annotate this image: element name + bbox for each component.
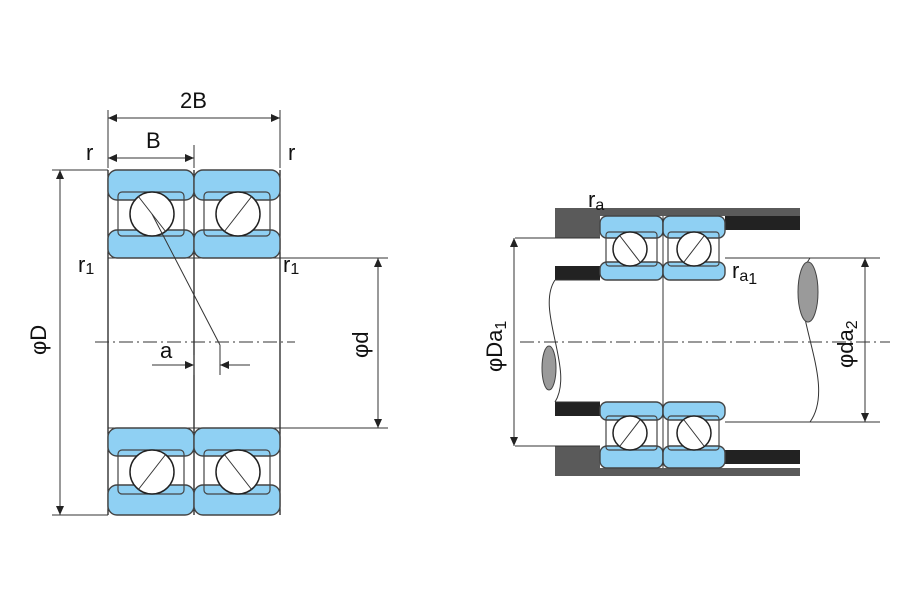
label-ra1-sub: a xyxy=(739,268,748,285)
right-labels: ra ra1 φDa1 φda2 xyxy=(482,187,861,372)
label-da2: φda2 xyxy=(833,320,861,368)
label-Da1-sub: 1 xyxy=(493,321,510,330)
bottom-left-bearing xyxy=(107,427,195,516)
label-Da1: φDa1 xyxy=(482,321,510,372)
label-r1-right-base: r xyxy=(283,252,290,277)
right-mounting-drawing xyxy=(515,208,890,476)
top-right-bearing xyxy=(193,169,281,259)
label-da2-sub: 2 xyxy=(844,320,861,329)
label-r1-left: r1 xyxy=(78,252,94,278)
label-D: φD xyxy=(26,325,51,355)
top-left-bearing xyxy=(107,169,195,259)
label-a: a xyxy=(160,338,173,363)
bottom-right-bearing xyxy=(193,427,281,516)
label-Da1-base: φDa xyxy=(482,329,507,372)
label-ra-base: r xyxy=(588,187,595,212)
label-ra1: ra1 xyxy=(732,258,757,288)
label-ra: ra xyxy=(588,187,604,214)
label-d: φd xyxy=(348,331,373,358)
label-B: B xyxy=(146,128,161,153)
label-2B: 2B xyxy=(180,88,207,113)
left-labels: 2B B r r r1 r1 a φD φd xyxy=(26,88,373,363)
label-r1-left-base: r xyxy=(78,252,85,277)
label-r1-left-sub: 1 xyxy=(85,261,94,278)
label-r1-right: r1 xyxy=(283,252,299,278)
right-top-bearing xyxy=(599,215,726,281)
label-r1-right-sub: 1 xyxy=(290,261,299,278)
right-dimensions xyxy=(510,238,869,446)
label-r-left: r xyxy=(86,140,93,165)
left-bearing-drawing xyxy=(95,169,295,516)
label-da2-base: φda xyxy=(833,328,858,368)
label-ra-sub: a xyxy=(595,197,604,214)
label-r-right: r xyxy=(288,140,295,165)
label-ra1-base: r xyxy=(732,258,739,283)
left-dimensions xyxy=(52,110,388,516)
label-ra1-sub2: 1 xyxy=(748,271,757,288)
right-bottom-bearing xyxy=(599,401,726,469)
